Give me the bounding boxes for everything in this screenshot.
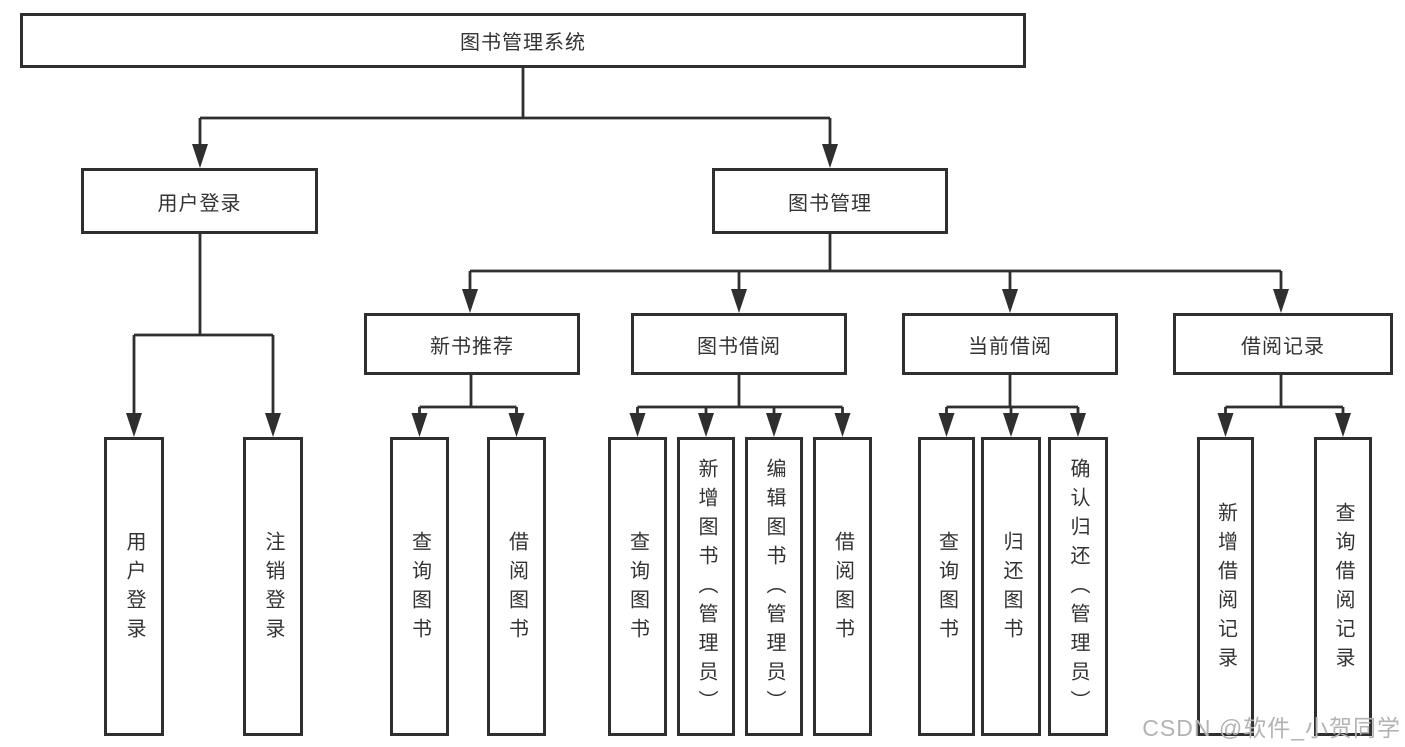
node-book-management: 图书管理 bbox=[712, 168, 948, 234]
arrow-down-icon bbox=[1335, 413, 1351, 437]
arrow-down-icon bbox=[411, 413, 428, 437]
leaf-query-books-recommend: 查询图书 bbox=[390, 437, 449, 736]
arrow-down-icon bbox=[126, 413, 142, 437]
leaf-add-book-admin: 新增图书（管理员） bbox=[677, 437, 735, 736]
leaf-add-borrow-record: 新增借阅记录 bbox=[1197, 437, 1254, 736]
arrow-down-icon bbox=[698, 413, 714, 437]
leaf-confirm-return-admin: 确认归还（管理员） bbox=[1048, 437, 1108, 736]
node-book-borrow: 图书借阅 bbox=[631, 313, 847, 375]
arrow-down-icon bbox=[629, 413, 646, 437]
arrow-down-icon bbox=[1002, 289, 1018, 313]
leaf-user-login: 用户登录 bbox=[104, 437, 164, 736]
arrow-down-icon bbox=[1003, 413, 1019, 437]
leaf-logout: 注销登录 bbox=[243, 437, 303, 736]
arrow-down-icon bbox=[265, 413, 281, 437]
leaf-edit-book-admin: 编辑图书（管理员） bbox=[745, 437, 803, 736]
arrow-down-icon bbox=[192, 144, 208, 168]
connector-line bbox=[132, 68, 1345, 415]
arrow-down-icon bbox=[462, 289, 478, 313]
arrow-down-icon bbox=[1070, 413, 1086, 437]
arrow-down-icon bbox=[938, 413, 955, 437]
csdn-watermark: CSDN @软件_小贺同学 bbox=[1142, 715, 1401, 741]
node-new-book-recommend: 新书推荐 bbox=[364, 313, 580, 375]
arrow-down-icon bbox=[834, 413, 851, 437]
leaf-borrow-books-borrow: 借阅图书 bbox=[813, 437, 872, 736]
node-system-title: 图书管理系统 bbox=[20, 13, 1026, 68]
leaf-return-book: 归还图书 bbox=[981, 437, 1041, 736]
arrow-down-icon bbox=[508, 413, 525, 437]
leaf-query-borrow-record: 查询借阅记录 bbox=[1314, 437, 1372, 736]
arrow-down-icon bbox=[1217, 413, 1234, 437]
arrow-down-icon bbox=[1273, 289, 1289, 313]
leaf-borrow-books-recommend: 借阅图书 bbox=[487, 437, 546, 736]
node-current-borrow: 当前借阅 bbox=[902, 313, 1118, 375]
node-borrow-records: 借阅记录 bbox=[1173, 313, 1393, 375]
arrow-down-icon bbox=[731, 289, 747, 313]
leaf-query-books-current: 查询图书 bbox=[918, 437, 975, 736]
leaf-query-books-borrow: 查询图书 bbox=[608, 437, 667, 736]
arrow-down-icon bbox=[822, 144, 838, 168]
node-user-login: 用户登录 bbox=[81, 168, 318, 234]
arrow-down-icon bbox=[766, 413, 782, 437]
